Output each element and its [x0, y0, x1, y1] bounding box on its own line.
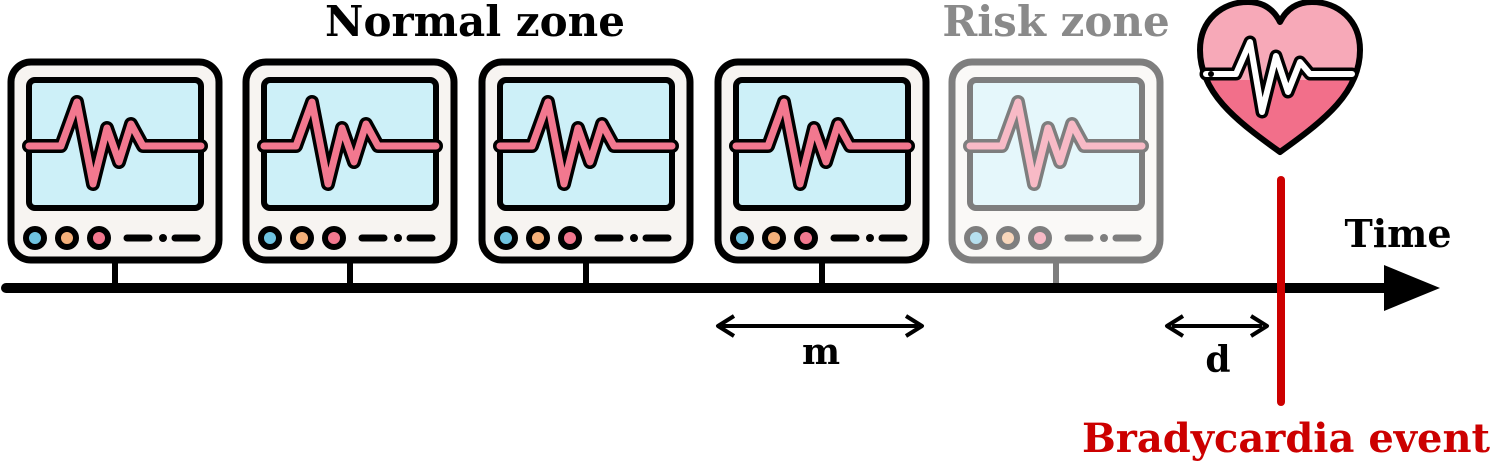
window-length-label: m: [802, 331, 840, 373]
normal-zone-monitor-icon: [242, 58, 458, 286]
normal-zone-monitor-icon: [478, 58, 694, 286]
normal-zone-monitor-icon: [7, 58, 223, 286]
time-axis-arrowhead: [1384, 265, 1440, 311]
horizon-label: d: [1205, 339, 1230, 381]
horizon-arrow: [1165, 314, 1269, 338]
normal-zone-monitor-icon: [714, 58, 930, 286]
bradycardia-event-label: Bradycardia event: [1082, 415, 1491, 462]
window-length-arrow: [716, 314, 924, 338]
normal-zone-title: Normal zone: [325, 0, 625, 46]
monitor-row: [7, 58, 1164, 286]
risk-zone-monitor-icon: [948, 58, 1164, 286]
time-axis-label: Time: [1344, 211, 1451, 256]
heartbeat-heart-icon: [1197, 0, 1363, 155]
risk-zone-title: Risk zone: [942, 0, 1169, 46]
